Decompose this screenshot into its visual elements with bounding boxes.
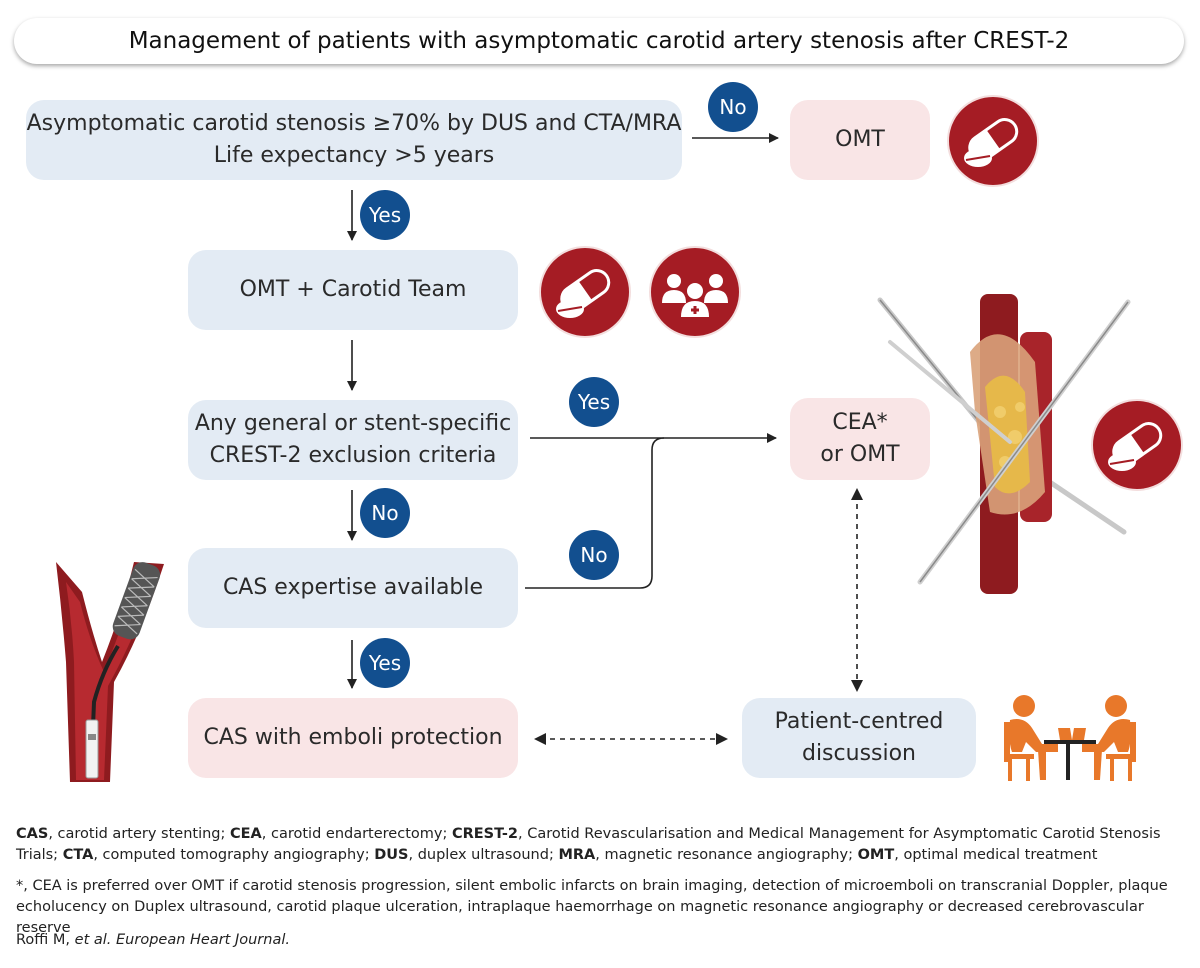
abbr-def-cta: , computed tomography angiography;	[93, 847, 375, 863]
omt-box: OMT	[790, 100, 930, 180]
exclusion-criteria-box: Any general or stent-specific CREST-2 ex…	[188, 400, 518, 480]
badge-no-entry: No	[708, 82, 758, 132]
exclusion-criteria-line2: CREST-2 exclusion criteria	[209, 443, 497, 468]
carotid-endarterectomy-illustration	[877, 294, 1131, 594]
abbr-def-crest2: , Carotid Revascularisation and Medical …	[16, 826, 1161, 863]
cas-expertise-box: CAS expertise available	[188, 548, 518, 628]
abbr-def-cas: , carotid artery stenting;	[48, 826, 230, 842]
omt-carotid-team-box: OMT + Carotid Team	[188, 250, 518, 330]
cea-or-omt-box: CEA* or OMT	[790, 398, 930, 480]
abbr-def-omt: , optimal medical treatment	[894, 847, 1098, 863]
abbr-term-cea: CEA	[230, 826, 262, 842]
badge-yes-exclusion: Yes	[569, 377, 619, 427]
pill-icon-team-row	[539, 246, 631, 338]
abbr-term-cas: CAS	[16, 826, 49, 842]
page-title-text: Management of patients with asymptomatic…	[128, 28, 1070, 54]
abbr-def-cea: , carotid endarterectomy;	[261, 826, 452, 842]
badge-yes-entry: Yes	[360, 190, 410, 240]
abbr-term-crest2: CREST-2	[451, 826, 518, 842]
pill-icon	[947, 95, 1039, 187]
cea-line2: or OMT	[820, 442, 900, 467]
entry-criteria-box: Asymptomatic carotid stenosis ≥70% by DU…	[26, 100, 682, 180]
exclusion-criteria-line1: Any general or stent-specific	[194, 411, 512, 436]
asterisk-footnote-text: *, CEA is preferred over OMT if carotid …	[16, 878, 1168, 936]
badge-no-exclusion: No	[360, 488, 410, 538]
cas-emboli-protection-label: CAS with emboli protection	[203, 725, 503, 750]
patient-discussion-line1: Patient-centred	[774, 709, 944, 734]
cas-expertise-label: CAS expertise available	[222, 575, 484, 600]
arrow-expertise-to-cea	[525, 437, 665, 589]
omt-carotid-team-label: OMT + Carotid Team	[239, 277, 467, 302]
cea-line1: CEA*	[832, 410, 888, 435]
asterisk-footnote: *, CEA is preferred over OMT if carotid …	[16, 876, 1186, 939]
doctors-team-icon	[649, 246, 741, 338]
badge-no-expertise: No	[569, 530, 619, 580]
carotid-stent-illustration	[56, 562, 164, 782]
patient-discussion-line2: discussion	[801, 741, 917, 766]
abbreviations-footnote: CAS, carotid artery stenting; CEA, carot…	[16, 824, 1186, 866]
entry-criteria-line1: Asymptomatic carotid stenosis ≥70% by DU…	[26, 111, 682, 136]
pill-icon-cea	[1091, 399, 1183, 491]
cas-emboli-protection-box: CAS with emboli protection	[188, 698, 518, 778]
abbr-term-mra: MRA	[558, 847, 596, 863]
patient-discussion-icon	[1004, 695, 1136, 781]
patient-discussion-box: Patient-centred discussion	[742, 698, 976, 778]
citation-authors: Roffi M,	[16, 932, 75, 948]
abbr-term-cta: CTA	[62, 847, 94, 863]
abbr-def-dus: , duplex ultrasound;	[408, 847, 559, 863]
abbr-term-omt: OMT	[857, 847, 895, 863]
badge-yes-expertise: Yes	[360, 638, 410, 688]
citation-journal: et al. European Heart Journal.	[74, 932, 290, 948]
page-title: Management of patients with asymptomatic…	[14, 18, 1184, 64]
abbr-def-mra: , magnetic resonance angiography;	[595, 847, 858, 863]
abbr-term-dus: DUS	[374, 847, 409, 863]
citation: Roffi M, et al. European Heart Journal.	[16, 930, 1186, 951]
omt-label: OMT	[835, 127, 885, 152]
entry-criteria-line2: Life expectancy >5 years	[213, 143, 495, 168]
